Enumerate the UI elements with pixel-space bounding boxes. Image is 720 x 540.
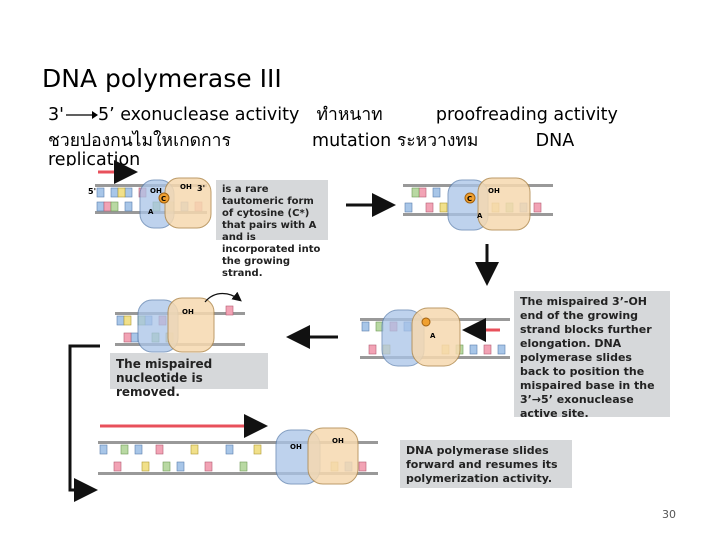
text-mutation: mutation [312,131,392,151]
callout-mispaired-end: The mispaired 3’-OH end of the growing s… [514,291,670,420]
label-3prime: 3' [197,184,205,193]
label-oh-4: OH [182,308,194,316]
label-a-1: A [148,208,154,216]
label-c-2: C [467,195,472,203]
panel-4: OH [115,291,245,353]
text-thai-2: ชวยปองกนไมใหเกดการ [48,131,231,151]
text-line-1: 3' 5’ exonuclease activity ทำหนาท proofre… [48,100,618,128]
label-a-3: A [430,332,436,340]
label-oh-5: OH [290,443,302,451]
slide-title: DNA polymerase III [42,64,282,93]
label-oh-6: OH [332,437,344,445]
label-5prime: 5' [88,187,96,196]
callout-removed: The mispaired nucleotide is removed. [110,353,268,399]
label-c-1: C [161,195,166,203]
flow-arrow-loop [68,344,100,502]
panel-2: OH C A [403,177,553,231]
label-a-2: A [477,212,483,220]
text-dna: DNA [535,131,575,151]
text-thai-3: ระหวางทม [396,131,479,151]
label-oh-1: OH [150,187,162,195]
panel-1: 5' 3' OH OH C A [88,160,212,229]
text-3prime: 3' [48,105,64,125]
text-proofreading: proofreading activity [435,105,618,125]
callout-tautomeric: is a rare tautomeric form of cytosine (C… [216,180,328,279]
page-number: 30 [662,508,676,521]
label-oh-3: OH [488,187,500,195]
text-line-2: ชวยปองกนไมใหเกดการ mutation ระหวางทม DNA [48,126,574,154]
text-exonuclease: 5’ exonuclease activity [97,105,300,125]
panel-5: OH OH [98,414,378,485]
panel-3: A [360,307,510,367]
arrow-right-icon [65,111,98,119]
label-oh-2: OH [180,183,192,191]
text-thai-1: ทำหนาท [316,105,383,125]
callout-slides-forward: DNA polymerase slides forward and resume… [400,440,572,488]
